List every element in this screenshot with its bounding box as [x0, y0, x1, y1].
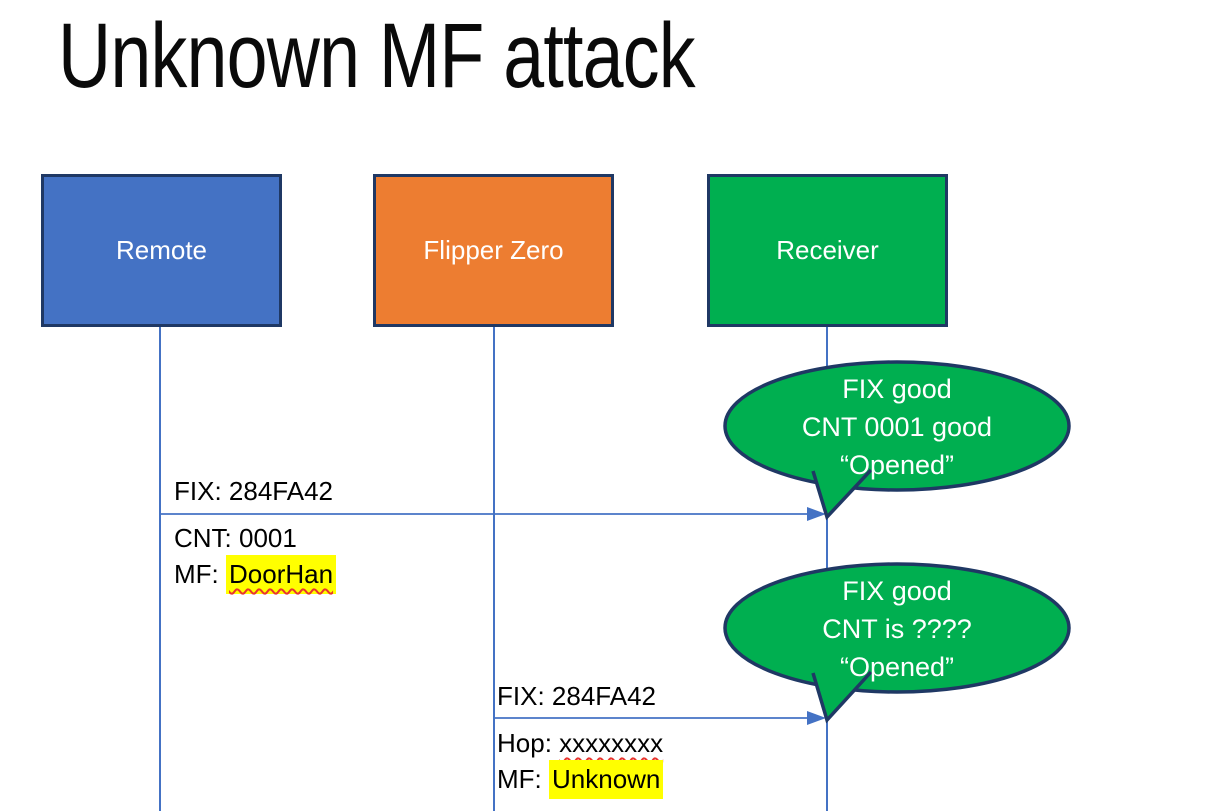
message-arrowhead-1	[807, 507, 826, 521]
callout-2-line-1: FIX good	[842, 576, 952, 606]
actor-label-flipper-zero: Flipper Zero	[423, 235, 564, 265]
message-1-cnt-text: CNT: 0001	[174, 523, 297, 553]
message-1-mf-prefix: MF:	[174, 559, 226, 589]
message-2-mf-value-highlighted: Unknown	[549, 760, 664, 799]
message-1-labels-below: CNT: 0001 MF: DoorHan	[174, 520, 337, 594]
callout-2-line-2: CNT is ????	[822, 614, 972, 644]
actor-label-remote: Remote	[115, 235, 208, 265]
callout-1-line-1: FIX good	[842, 374, 952, 404]
message-1-mf-label: MF: DoorHan	[174, 555, 337, 594]
slide-title: Unknown MF attack	[58, 5, 696, 107]
message-1-mf-value-highlighted: DoorHan	[226, 555, 337, 594]
message-2-labels-below: Hop: xxxxxxxx MF: Unknown	[497, 725, 664, 799]
message-1-label-above: FIX: 284FA42	[174, 476, 333, 506]
message-2-hop-label: Hop: xxxxxxxx	[497, 725, 663, 761]
lifeline-flipper-zero	[493, 327, 495, 811]
message-arrow-2	[494, 711, 826, 725]
actor-box-receiver: Receiver	[707, 174, 948, 327]
callout-1-line-2: CNT 0001 good	[801, 412, 993, 442]
message-2-mf-prefix: MF:	[497, 764, 549, 794]
message-2-label-above: FIX: 284FA42	[497, 681, 656, 711]
message-2-mf-label: MF: Unknown	[497, 760, 664, 799]
actor-box-flipper-zero: Flipper Zero	[373, 174, 614, 327]
actor-box-remote: Remote	[41, 174, 282, 327]
callout-2-text: FIX good CNT is ???? “Opened”	[725, 572, 1069, 686]
message-2-hop-value: xxxxxxxx	[559, 728, 664, 758]
callout-1-line-3: “Opened”	[839, 450, 955, 480]
message-arrowhead-2	[807, 711, 826, 725]
message-2-hop-prefix: Hop:	[497, 728, 560, 758]
actor-label-receiver: Receiver	[776, 235, 879, 265]
callout-2-line-3: “Opened”	[839, 652, 955, 682]
message-1-cnt-label: CNT: 0001	[174, 520, 336, 556]
callout-1-text: FIX good CNT 0001 good “Opened”	[725, 370, 1069, 484]
lifeline-remote	[159, 327, 161, 811]
